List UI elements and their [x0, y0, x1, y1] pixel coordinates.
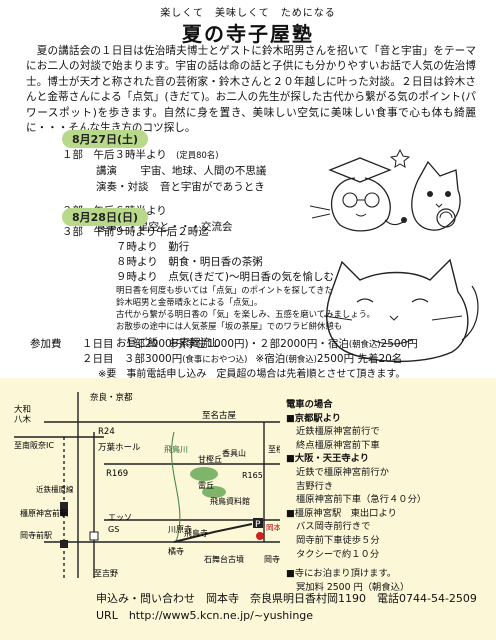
map-label-oka: 岡寺: [264, 555, 280, 564]
day2-date-badge: 8月28日(日): [62, 208, 149, 226]
map-label-ishibutai: 石舞台古墳: [204, 554, 244, 564]
performance-title: 音と宇宙がであうとき: [159, 181, 265, 193]
access-osaka: 大阪・天王寺より: [294, 453, 369, 465]
map-label-r24: R24: [98, 427, 115, 437]
fee-note: ※要 事前電話申し込み 定員超の場合は先着順とさせて頂きます。: [98, 369, 406, 380]
day1-date-badge: 8月27日(土): [62, 130, 149, 148]
access-osaka-2: 近鉄で橿原神宮前行か: [296, 466, 389, 478]
day1-part1: １部 午后３時半より (定員80名): [62, 147, 218, 162]
fee-day1-text: １日目 １部2000円(学生1000円)・２部2000円・宿泊: [82, 338, 349, 350]
map-label-asuka-museum: 飛鳥資料館: [210, 496, 250, 506]
intro-text: 夏の講話会の１日目は佐治晴夫博士とゲストに鈴木昭男さんを招いて「音と宇宙」をテー…: [26, 45, 476, 135]
map-label-kagu: 香具山: [222, 448, 246, 458]
fees-section: 参加費 １日目 １部2000円(学生1000円)・２部2000円・宿泊(朝食込)…: [30, 336, 490, 380]
fee-day2-stay: ※宿泊: [255, 353, 286, 365]
access-osaka-3: 吉野行き: [296, 480, 334, 492]
footer-url[interactable]: URL http://www5.kcn.ne.jp/~yushinge: [96, 609, 314, 622]
access-heading: 電車の場合: [286, 399, 333, 410]
map-label-osaka-ic: 至南阪奈IC: [14, 440, 54, 450]
map-label-okadera-temple: 岡本寺: [266, 522, 280, 532]
day2-lunch: お昼ご飯 お素麺流し: [116, 337, 221, 349]
map-label-asuka-river: 飛鳥川: [164, 444, 188, 454]
day1-capacity: (定員80名): [176, 150, 219, 160]
map-label-asukadera: 飛鳥寺: [184, 528, 208, 538]
day2-note-4: お散歩の途中には人気茶屋「坂の茶屋」でのワラビ餅休憩も: [116, 321, 343, 331]
fee-day1-paren: (朝食込): [348, 339, 381, 349]
map-label-gs: GS: [108, 525, 119, 534]
map-label-ikazuchi: 雷丘: [198, 481, 214, 490]
fee-day1: １日目 １部2000円(学生1000円)・２部2000円・宿泊(朝食込)2500…: [82, 336, 418, 351]
map-label-yamato: 大和: [14, 404, 31, 415]
access-stay: 寺にお泊まり頂けます。: [294, 568, 397, 580]
map-label-r169: R169: [106, 469, 128, 479]
cat-illustration-bottom: [323, 258, 479, 363]
footer-contact: 申込み・問い合わせ 岡本寺 奈良県明日香村岡1190 電話0744-54-250…: [96, 592, 477, 605]
map-label-r165: R165: [242, 471, 263, 480]
access-kyoto-2: 近鉄橿原神宮前行で: [296, 426, 380, 438]
cats-illustration-top: [309, 148, 461, 232]
day2-part3: ３部 午前９時より午后２時迄: [62, 226, 209, 238]
access-info: 電車の場合 ■京都駅より 近鉄橿原神宮前行で 終点橿原神宮前下車 ■大阪・天王寺…: [286, 398, 486, 594]
map-label-kashihara-st: 橿原神宮前駅: [20, 508, 68, 518]
map-label-yagi: 八木: [14, 414, 32, 425]
lecture-label: 講演: [96, 165, 117, 177]
fees-label: 参加費: [30, 338, 62, 350]
day1-lecture: 講演 宇宙、地球、人間の不思議: [96, 163, 266, 178]
map-label-sakurai: 至桜井: [268, 444, 280, 454]
fee-day2-price: 2500円 先着20名: [316, 353, 403, 365]
access-kyoto-3: 終点橿原神宮前下車: [296, 439, 380, 451]
map-label-kawahara: 川原寺: [168, 525, 192, 534]
day2-note-2: 鈴木昭男と金蒂晴永とによる「点気」。: [116, 297, 263, 307]
page-title: 夏の寺子屋塾: [182, 22, 314, 46]
access-taxi: タクシーで約１０分: [296, 548, 380, 560]
map-label-esso: エッソ: [108, 513, 132, 522]
performance-label: 演奏・対談: [96, 181, 149, 193]
day2-time-1: ７時より 勤行: [116, 241, 190, 253]
parking-icon: P: [255, 520, 261, 530]
access-walk: 岡寺前下車徒歩５分: [296, 534, 380, 546]
access-bus: バス岡寺前行きで: [296, 521, 371, 533]
map-label-okadera-st: 岡寺前駅: [20, 530, 52, 540]
day2-note-3: 古代から繋がる明日香の「気」を楽しみ、五感を磨いてみましょう。: [116, 309, 375, 319]
day1-performance: 演奏・対談 音と宇宙がであうとき: [96, 179, 265, 194]
map-label-kashihara-line: 近鉄橿原線: [36, 484, 74, 494]
fee-day1-price: 2500円: [380, 338, 418, 350]
access-kyoto: 京都駅より: [294, 412, 342, 424]
map-label-amakashi: 甘樫丘: [198, 454, 222, 464]
map-label-tachibana: 橘寺: [168, 546, 184, 556]
fee-day2-paren: (食事におやつ込): [182, 354, 248, 364]
map-label-nara-kyoto: 奈良・京都: [90, 392, 133, 403]
access-osaka-4: 橿原神宮前下車（急行４０分）: [296, 494, 427, 506]
map-label-yoshino: 至吉野: [94, 569, 118, 578]
tagline: 楽しくて 美味しくて ためになる: [160, 8, 336, 19]
access-kashihara-east: 橿原神宮駅 東出口より: [294, 507, 397, 519]
access-map: P 大和 八木 奈良・京都 至名古屋 至南阪奈IC R24 万葉ホール R169…: [14, 392, 280, 578]
access-stay-price: 冥加料 2500 円（朝食込）: [296, 581, 410, 593]
day2-time-2: ８時より 朝食・明日香の茶粥: [116, 256, 263, 268]
map-label-bank: 万葉ホール: [98, 442, 141, 453]
day2-note-1: 明日香を何度も歩いては「点気」のポイントを探してきた: [116, 285, 333, 295]
day1-part1-time: １部 午后３時半より: [62, 149, 167, 161]
lecture-title: 宇宙、地球、人間の不思議: [140, 165, 267, 177]
map-label-nagoya: 至名古屋: [202, 410, 237, 421]
fee-day2: ２日目 ３部3000円(食事におやつ込) ※宿泊(朝食込)2500円 先着20名: [82, 351, 402, 366]
fee-day2-paren2: (朝食込): [285, 354, 317, 364]
day2-time-3: ９時より 点気(きだて)〜明日香の気を愉しむ: [116, 271, 334, 283]
fee-day2-text: ２日目 ３部3000円: [82, 353, 183, 365]
